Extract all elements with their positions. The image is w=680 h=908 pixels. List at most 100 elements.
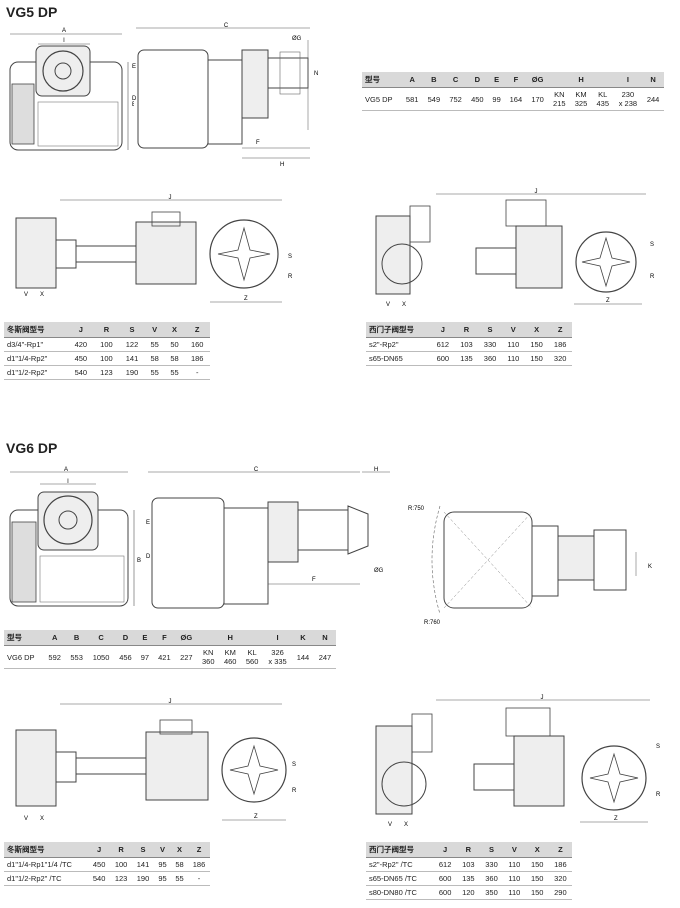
- table-cell: 612: [433, 857, 457, 872]
- vg6-side-label-f: F: [312, 577, 316, 583]
- table-cell: 55: [171, 871, 188, 886]
- vg5-siemens-label-s: S: [650, 242, 654, 248]
- table-cell: 186: [184, 351, 210, 366]
- table-cell: 100: [93, 337, 120, 352]
- vg5-main-table: 型号 A B C D E F ØG H I N VG5 DP 581 549 7…: [362, 72, 664, 111]
- table-cell: 186: [188, 857, 210, 872]
- vg6-dungs-h-model: 冬斯阀型号: [4, 842, 89, 858]
- table-cell: 141: [132, 857, 154, 872]
- vg5-dungs-drawing: J Z V X S R: [15, 195, 293, 303]
- table-cell: 110: [503, 871, 526, 886]
- table-cell: 540: [88, 871, 111, 886]
- table-cell: 186: [548, 337, 572, 352]
- table-cell: 160: [184, 337, 210, 352]
- vg6-dungs-h-r: R: [110, 842, 133, 858]
- table-cell: 360: [478, 351, 502, 366]
- table-row: 冬斯阀型号 J R S V X Z: [4, 322, 210, 338]
- table-cell: s80-DN80 /TC: [366, 885, 434, 900]
- vg6-dungs-h-x: X: [171, 842, 188, 858]
- vg6-main-h-f: F: [153, 630, 176, 646]
- vg6-siemens-h-v: V: [503, 842, 526, 858]
- vg5-dungs-label-v: V: [24, 292, 28, 298]
- vg5-side-view-drawing: C ØG N D E F H: [132, 23, 318, 168]
- table-cell: -: [188, 871, 210, 886]
- vg5-main-g: 170: [526, 87, 549, 111]
- vg6-main-h-a: A: [43, 630, 66, 646]
- vg5-siemens-h-z: Z: [548, 322, 572, 338]
- table-row: 西门子阀型号 J R S V X Z: [366, 322, 572, 338]
- table-cell: 50: [164, 337, 185, 352]
- table-cell: 55: [144, 365, 165, 380]
- table-cell: 150: [525, 871, 549, 886]
- vg6-side-label-h: H: [374, 467, 378, 473]
- vg5-main-h-d: D: [466, 72, 489, 88]
- vg5-siemens-label-r: R: [650, 274, 655, 280]
- table-cell: d1"1/2-Rp2" /TC: [4, 871, 89, 886]
- vg5-dungs-label-x: X: [40, 292, 44, 298]
- vg5-main-model: VG5 DP: [362, 87, 402, 111]
- vg5-main-h-a: A: [401, 72, 424, 88]
- vg5-main-h-e: E: [488, 72, 506, 88]
- table-cell: 103: [456, 857, 480, 872]
- table-cell: 110: [501, 351, 525, 366]
- table-cell: 95: [154, 871, 171, 886]
- table-cell: 150: [525, 857, 549, 872]
- table-cell: 123: [93, 365, 120, 380]
- table-cell: 110: [501, 337, 525, 352]
- vg6-main-n: 247: [313, 645, 336, 669]
- table-row: 型号 A B C D E F ØG H I K N: [4, 630, 336, 646]
- vg6-main-h-h: H: [197, 630, 264, 646]
- vg5-dungs-h-s: S: [119, 322, 145, 338]
- table-cell: 450: [88, 857, 111, 872]
- table-cell: -: [184, 365, 210, 380]
- vg6-main-b: 553: [65, 645, 88, 669]
- table-row: 西门子阀型号 J R S V X Z: [366, 842, 572, 858]
- vg6-top-view-drawing: R:750 R:760 K: [408, 505, 652, 626]
- vg6-side-label-c: C: [254, 467, 259, 473]
- vg6-siemens-h-r: R: [456, 842, 480, 858]
- table-cell: 110: [503, 857, 526, 872]
- table-cell: 360: [479, 871, 504, 886]
- vg5-siemens-h-r: R: [454, 322, 479, 338]
- vg6-main-h-k: K: [291, 630, 314, 646]
- vg6-dungs-h-s: S: [132, 842, 154, 858]
- vg5-dungs-h-r: R: [93, 322, 120, 338]
- table-cell: 100: [110, 857, 133, 872]
- table-cell: 58: [144, 351, 165, 366]
- table-cell: s2"-Rp2" /TC: [366, 857, 434, 872]
- vg5-siemens-label-v: V: [386, 302, 390, 308]
- vg6-siemens-label-z: Z: [614, 816, 618, 822]
- table-cell: 141: [119, 351, 145, 366]
- table-cell: 600: [433, 885, 457, 900]
- vg6-front-label-i: I: [67, 479, 69, 485]
- vg5-front-label-i: I: [63, 38, 65, 44]
- table-cell: 612: [431, 337, 455, 352]
- vg5-dungs-h-model: 冬斯阀型号: [4, 322, 69, 338]
- vg5-side-label-c: C: [224, 23, 229, 29]
- vg6-dungs-h-v: V: [154, 842, 171, 858]
- table-cell: 150: [525, 885, 549, 900]
- vg5-main-e: 99: [488, 87, 506, 111]
- vg6-main-h-g: ØG: [175, 630, 198, 646]
- vg5-front-label-a: A: [62, 28, 66, 34]
- vg6-dungs-label-x: X: [40, 816, 44, 822]
- vg6-siemens-h-j: J: [433, 842, 457, 858]
- vg6-main-h-n: N: [313, 630, 336, 646]
- vg6-siemens-h-x: X: [525, 842, 549, 858]
- vg6-main-c: 1050: [87, 645, 115, 669]
- vg5-main-b: 549: [423, 87, 445, 111]
- table-cell: d1"1/4-Rp2": [4, 351, 69, 366]
- table-cell: 450: [68, 351, 94, 366]
- vg6-dungs-drawing: J Z V X S R: [15, 699, 297, 822]
- vg6-main-a: 592: [43, 645, 66, 669]
